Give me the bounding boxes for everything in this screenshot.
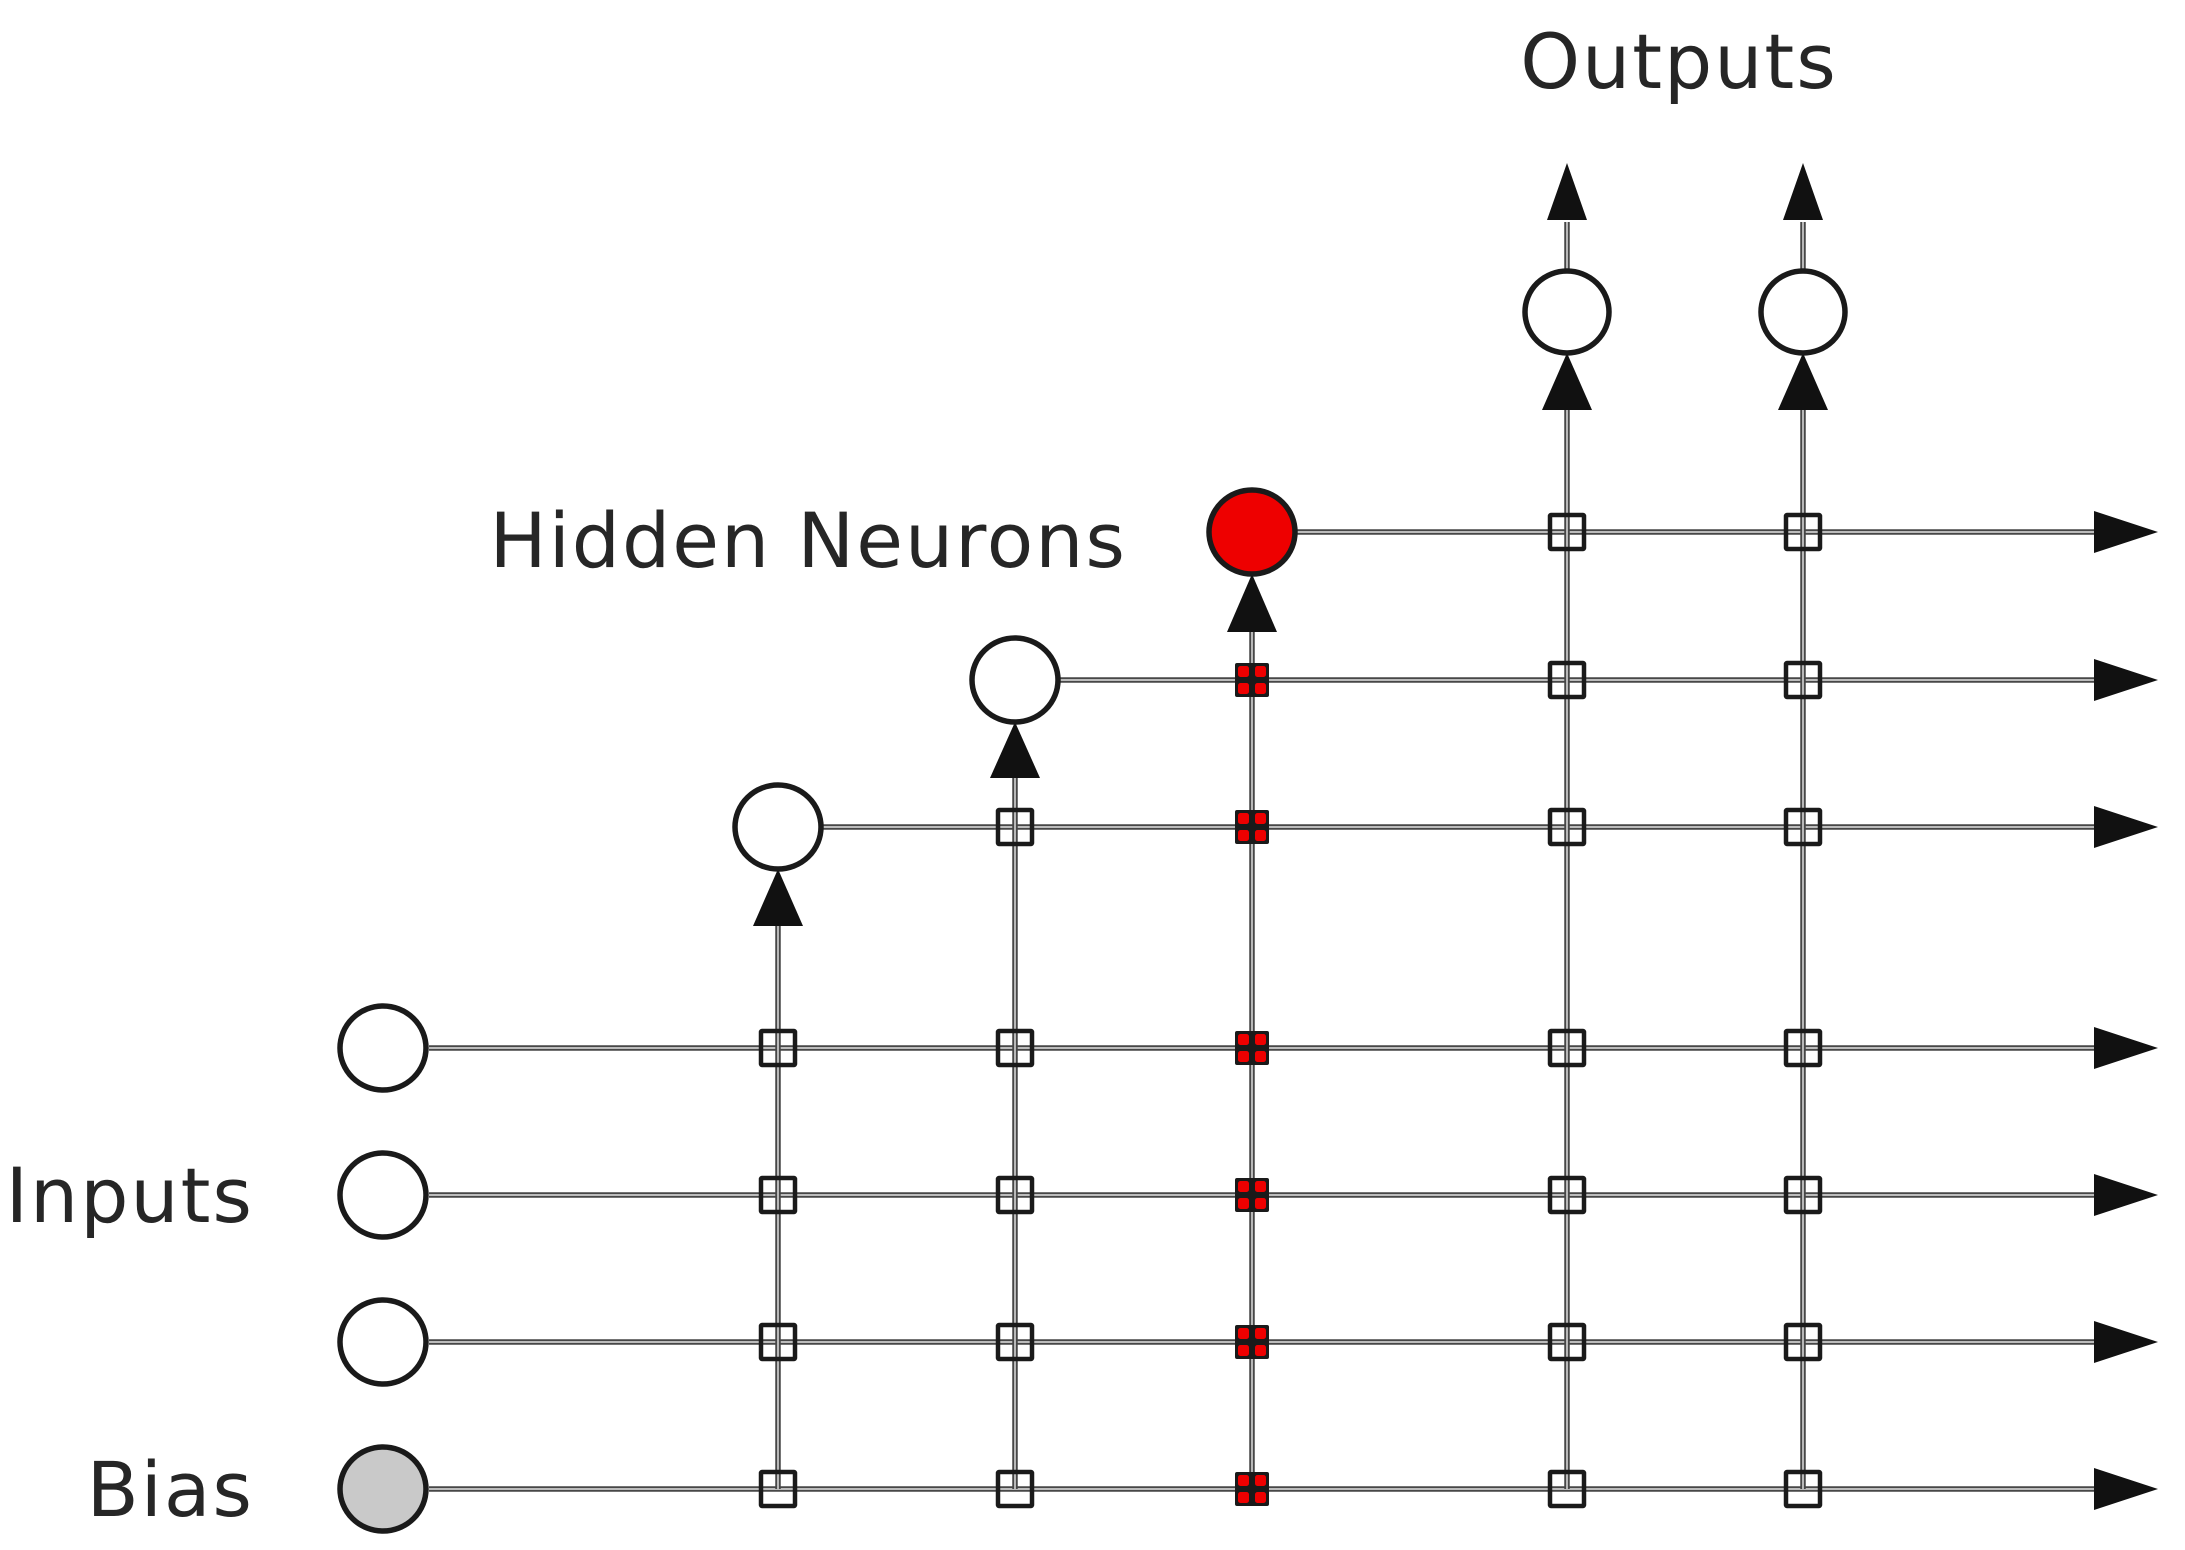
outputs-label: Outputs <box>1520 17 1838 106</box>
connection-square-red <box>1235 1178 1269 1212</box>
connection-square-white <box>1783 1175 1823 1215</box>
input-neuron-1 <box>337 1003 429 1093</box>
connection-square-white <box>758 1322 798 1362</box>
connection-square-white <box>1783 1322 1823 1362</box>
bias-neuron <box>337 1444 429 1534</box>
connection-square-white <box>995 1175 1035 1215</box>
connection-square-red <box>1235 1472 1269 1506</box>
output-neuron-2 <box>1758 268 1848 356</box>
flow-arrowhead-right <box>2094 1321 2158 1363</box>
connection-square-white <box>1783 1469 1823 1509</box>
input-arrowhead-up <box>753 869 803 926</box>
connection-square-white <box>1547 660 1587 700</box>
flow-arrowhead-right <box>2094 806 2158 848</box>
flow-arrowhead-right <box>2094 1174 2158 1216</box>
connection-square-white <box>995 1469 1035 1509</box>
hidden-neuron-3 <box>732 782 824 872</box>
connection-square-white <box>995 807 1035 847</box>
connection-square-white <box>1547 1175 1587 1215</box>
connection-square-red <box>1235 1031 1269 1065</box>
output-arrowhead-up <box>1783 163 1823 220</box>
connection-square-white <box>1547 807 1587 847</box>
connection-square-white <box>995 1322 1035 1362</box>
connection-square-white <box>1783 660 1823 700</box>
input-arrowhead-up <box>1778 353 1828 410</box>
input-arrowhead-up <box>1227 574 1277 632</box>
connection-square-red <box>1235 810 1269 844</box>
flow-arrowhead-right <box>2094 659 2158 701</box>
connection-square-white <box>758 1028 798 1068</box>
input-neuron-3 <box>337 1297 429 1387</box>
connection-square-white <box>1547 1028 1587 1068</box>
connection-square-white <box>1547 1469 1587 1509</box>
hidden-neurons-label: Hidden Neurons <box>490 496 1127 585</box>
output-neuron-1 <box>1522 268 1612 356</box>
connection-square-white <box>995 1028 1035 1068</box>
flow-arrowhead-right <box>2094 511 2158 553</box>
connection-square-white <box>1783 807 1823 847</box>
connection-square-red <box>1235 663 1269 697</box>
output-arrowhead-up <box>1547 163 1587 220</box>
input-neuron-2 <box>337 1150 429 1240</box>
input-arrowhead-up <box>1542 353 1592 410</box>
input-arrowhead-up <box>990 722 1040 778</box>
hidden-neuron-2 <box>969 635 1061 725</box>
connection-square-white <box>1783 512 1823 552</box>
connection-square-white <box>1547 1322 1587 1362</box>
flow-arrowhead-right <box>2094 1468 2158 1510</box>
connection-square-white <box>758 1175 798 1215</box>
connection-square-white <box>1783 1028 1823 1068</box>
hidden-neuron-red <box>1206 487 1298 577</box>
connection-square-white <box>758 1469 798 1509</box>
bias-label: Bias <box>87 1445 254 1534</box>
flow-arrowhead-right <box>2094 1027 2158 1069</box>
connection-square-red <box>1235 1325 1269 1359</box>
connection-square-white <box>1547 512 1587 552</box>
inputs-label: Inputs <box>6 1151 254 1240</box>
